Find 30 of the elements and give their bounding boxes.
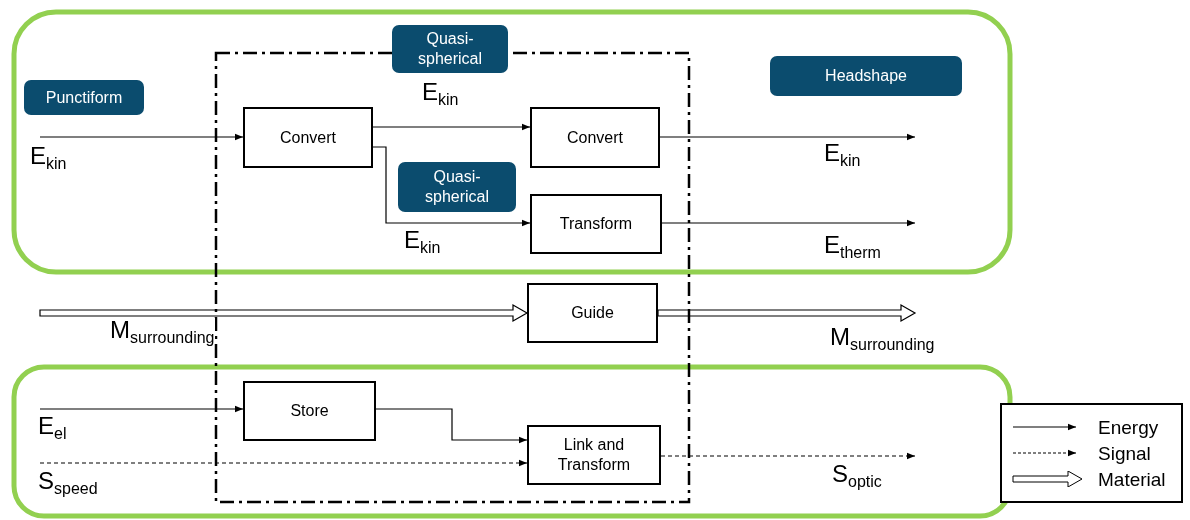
legend-label: Signal [1098,443,1151,463]
material-flow-arrow [657,303,917,323]
energy-flow-arrow [375,408,528,444]
energy-flow-arrow [659,133,916,141]
function-box: Convert [243,107,373,168]
energy-flow-arrow [39,133,244,141]
signal-flow-arrow [39,459,528,467]
shape-tag: Punctiform [24,80,144,115]
legend-label: Material [1098,469,1166,489]
function-box: Guide [527,283,658,343]
shape-tag: Quasi- spherical [398,162,516,212]
shape-tag: Quasi- spherical [392,25,508,73]
flow-label: E$_{kin}$ [404,228,441,252]
flow-label: E$_{therm}$ [824,233,881,257]
function-box: Convert [530,107,660,168]
function-box: Link and Transform [527,425,661,485]
energy-flow-arrow [372,123,531,131]
function-box: Store [243,381,376,441]
shape-tag: Headshape [770,56,962,96]
function-box: Transform [530,194,662,254]
energy-flow-arrow [661,219,916,227]
flow-label: E$_{kin}$ [824,141,861,165]
signal-flow-arrow [660,452,916,460]
energy-flow-arrow [39,405,244,413]
flow-label: E$_{kin}$ [422,80,459,104]
legend-label: Energy [1098,417,1159,437]
energy-flow-arrow [372,146,531,227]
flow-label: E$_{kin}$ [30,144,67,168]
material-flow-arrow [39,303,529,323]
flow-label: E$_{el}$ [38,414,67,438]
